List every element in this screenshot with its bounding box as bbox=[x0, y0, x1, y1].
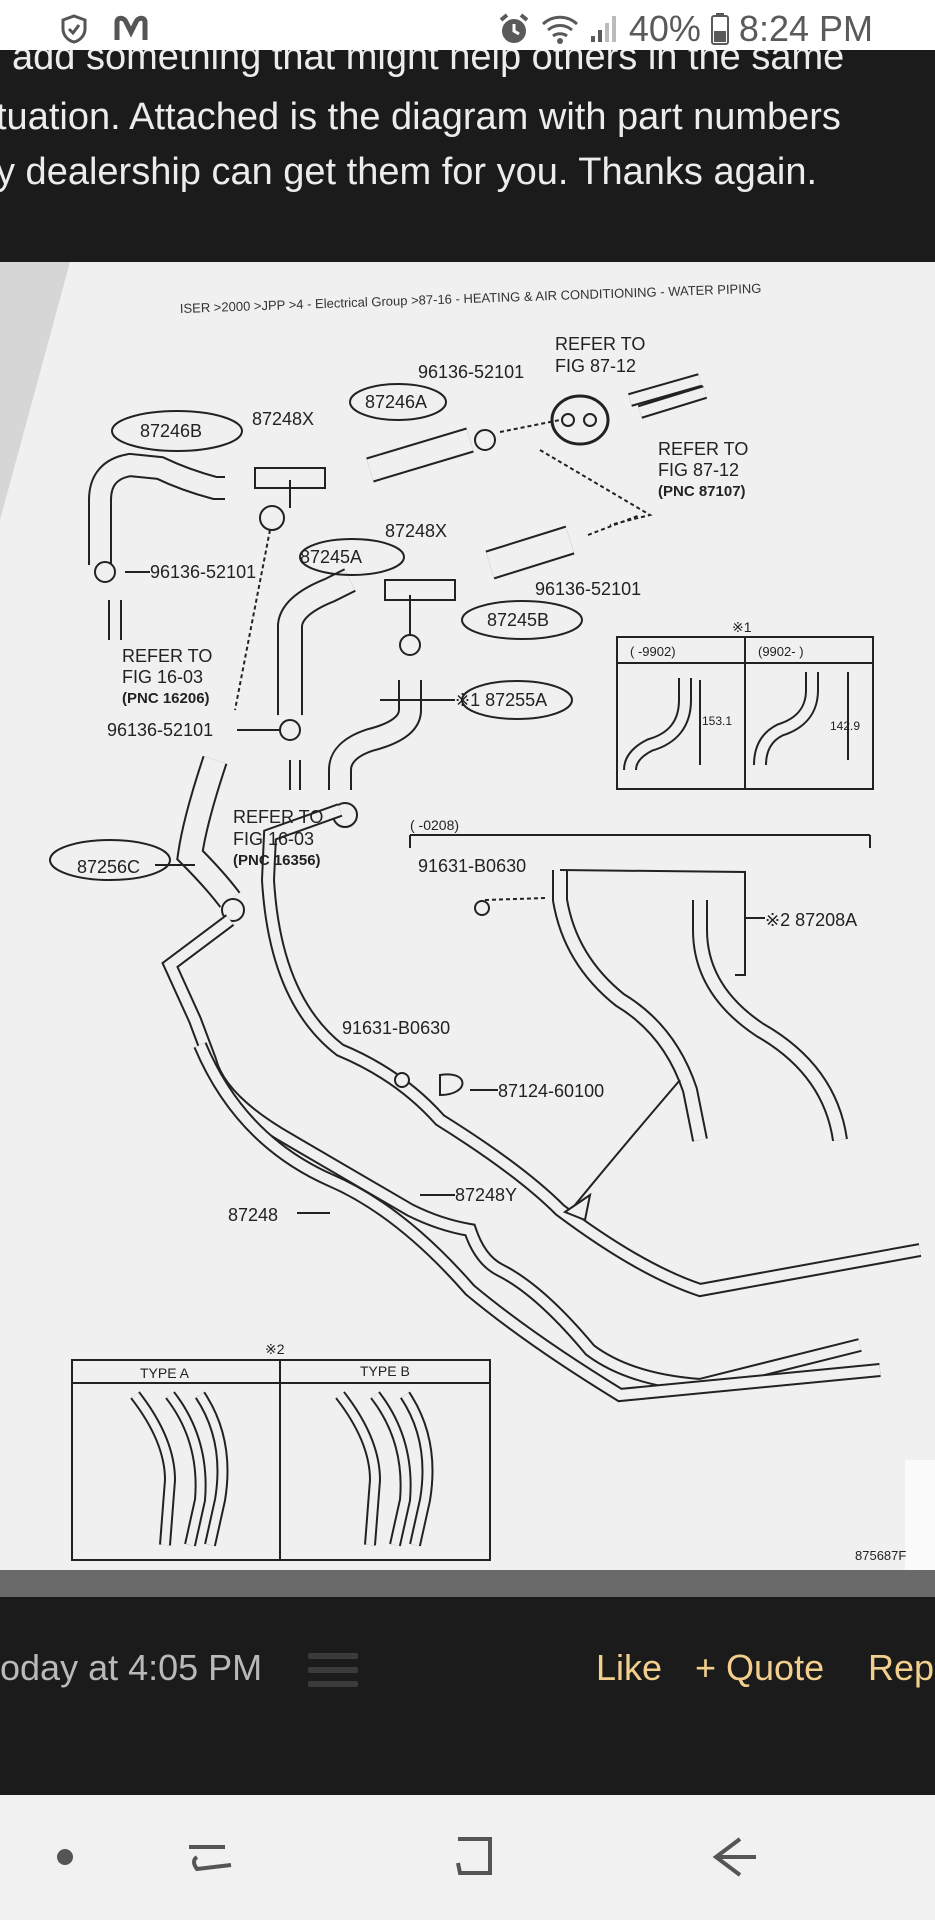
part-label: 87245A bbox=[300, 547, 362, 567]
label-refer: REFER TO bbox=[233, 807, 323, 827]
m-logo-icon bbox=[114, 15, 148, 40]
battery-percent: 40% bbox=[628, 8, 701, 49]
home-icon[interactable] bbox=[438, 1825, 508, 1889]
hamburger-icon[interactable] bbox=[308, 1653, 358, 1687]
post-text-line: tuation. Attached is the diagram with pa… bbox=[0, 96, 841, 138]
part-label: 87246A bbox=[365, 392, 427, 412]
part-label: ※1 87255A bbox=[455, 690, 547, 710]
post-body: add something that might help others in … bbox=[0, 50, 935, 262]
dot-icon[interactable] bbox=[30, 1825, 100, 1889]
back-icon[interactable] bbox=[700, 1825, 770, 1889]
label-refer: FIG 16-03 bbox=[233, 829, 314, 849]
part-label: 87256C bbox=[77, 857, 140, 877]
label-refer: (PNC 87107) bbox=[658, 483, 746, 500]
label-refer: REFER TO bbox=[658, 439, 748, 459]
navigation-bar bbox=[0, 1795, 935, 1920]
part-label: 87246B bbox=[140, 421, 202, 441]
parts-diagram: ISER >2000 >JPP >4 - Electrical Group >8… bbox=[0, 262, 935, 1597]
part-label: 96136-52101 bbox=[107, 720, 213, 740]
shield-icon bbox=[61, 14, 87, 44]
part-label: 87248X bbox=[385, 521, 447, 541]
part-label: 91631-B0630 bbox=[342, 1018, 450, 1038]
type-label: TYPE B bbox=[360, 1363, 410, 1379]
label-refer: FIG 16-03 bbox=[122, 667, 203, 687]
label-refer: (PNC 16206) bbox=[122, 690, 210, 707]
label-refer: (PNC 16356) bbox=[233, 852, 321, 869]
like-button[interactable]: Like bbox=[596, 1647, 663, 1688]
dimension-label: 142.9 bbox=[830, 719, 860, 733]
label-refer: FIG 87-12 bbox=[555, 356, 636, 376]
post-footer: oday at 4:05 PM Like + Quote Rep bbox=[0, 1597, 935, 1795]
part-label: 87245B bbox=[487, 610, 549, 630]
label-refer: REFER TO bbox=[122, 646, 212, 666]
range-label: ( -0208) bbox=[410, 817, 459, 833]
note-label: ※2 bbox=[265, 1341, 285, 1357]
part-label: 87248 bbox=[228, 1205, 278, 1225]
part-label: 96136-52101 bbox=[535, 579, 641, 599]
range-label: (9902- ) bbox=[758, 644, 804, 659]
alarm-icon bbox=[499, 13, 529, 43]
dimension-label: 153.1 bbox=[702, 714, 732, 728]
range-label: ( -9902) bbox=[630, 644, 676, 659]
note-label: ※1 bbox=[732, 619, 752, 635]
part-label: 87124-60100 bbox=[498, 1081, 604, 1101]
type-label: TYPE A bbox=[140, 1365, 190, 1381]
part-label: 91631-B0630 bbox=[418, 856, 526, 876]
quote-button[interactable]: + Quote bbox=[695, 1647, 825, 1688]
part-label: 96136-52101 bbox=[150, 562, 256, 582]
post-text-line: y dealership can get them for you. Thank… bbox=[0, 151, 818, 193]
reply-button[interactable]: Rep bbox=[868, 1647, 935, 1688]
figure-id: 875687F bbox=[855, 1548, 906, 1563]
label-refer: FIG 87-12 bbox=[658, 460, 739, 480]
label-refer: REFER TO bbox=[555, 334, 645, 354]
post-text-line: add something that might help others in … bbox=[12, 50, 845, 78]
part-label: 96136-52101 bbox=[418, 362, 524, 382]
wifi-icon bbox=[541, 15, 578, 44]
signal-icon bbox=[590, 16, 616, 42]
part-label: ※2 87208A bbox=[765, 910, 857, 930]
part-label: 87248Y bbox=[455, 1185, 517, 1205]
post-date: oday at 4:05 PM bbox=[0, 1647, 263, 1688]
attachment-image[interactable]: ISER >2000 >JPP >4 - Electrical Group >8… bbox=[0, 262, 935, 1597]
recents-icon[interactable] bbox=[175, 1825, 245, 1889]
battery-icon bbox=[710, 13, 729, 45]
clock: 8:24 PM bbox=[738, 8, 873, 49]
part-label: 87248X bbox=[252, 409, 314, 429]
